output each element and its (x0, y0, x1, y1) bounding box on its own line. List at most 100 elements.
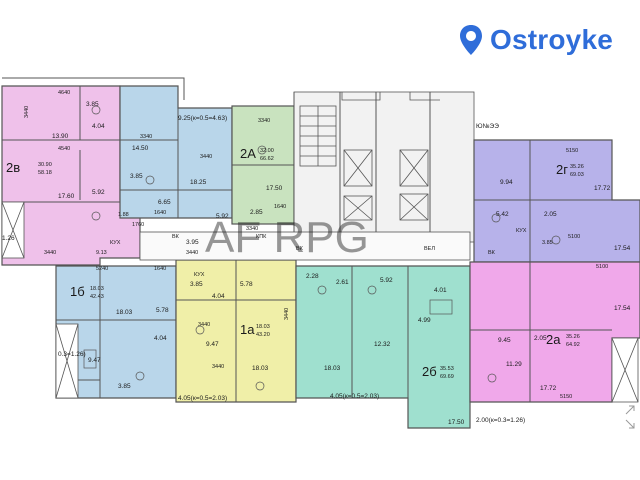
room-label: 3.85 (542, 240, 553, 246)
room-label: 17.72 (540, 385, 557, 392)
room-label: КПК (256, 234, 267, 240)
room-label: 4.01 (434, 287, 447, 294)
apt-type-2v: 2в (6, 160, 20, 175)
room-label: 18.03 (252, 365, 269, 372)
room-label: 5.92 (216, 213, 229, 220)
room-label: 4.05(к=0.5=2.03) (178, 395, 227, 402)
apt-type-1b: 1б (70, 284, 85, 299)
room-label: 18.25 (190, 179, 207, 186)
room-label: 3.85 (118, 383, 131, 390)
stamp: Ю№ЭЭ (476, 123, 499, 130)
walls (2, 77, 612, 428)
room-label: КУХ (110, 240, 121, 246)
room-label: 5.92 (380, 277, 393, 284)
map-pin-icon (460, 25, 482, 55)
expand-icon[interactable] (625, 405, 635, 429)
room-label: 5150 (560, 394, 572, 400)
room-label: 17.54 (614, 305, 631, 312)
room-label: 5100 (596, 264, 608, 270)
room-label: 13.90 (52, 133, 69, 140)
room-label: 11.29 (506, 361, 522, 368)
room-label: 4.04 (154, 335, 167, 342)
zone-gray-core (293, 91, 475, 243)
room-label: 0.3=1.26) (58, 351, 86, 358)
room-label: 5.78 (240, 281, 253, 288)
room-label: 17.50 (266, 185, 283, 192)
apt-area-1b: 18.03 (90, 286, 104, 292)
apt-area-2g: 35.26 (570, 164, 584, 170)
apt-total-2a-top: 66.62 (260, 156, 274, 162)
room-label: ВЕЛ (424, 246, 435, 252)
room-label: 1640 (154, 210, 166, 216)
apt-total-1b: 42.43 (90, 294, 104, 300)
apt-total-2v: 58.18 (38, 170, 52, 176)
room-label: 18.03 (324, 365, 341, 372)
room-label: 4640 (58, 90, 70, 96)
apt-area-2a-top: 32.00 (260, 148, 274, 154)
apt-type-1a: 1а (240, 322, 255, 337)
room-label: 3440 (200, 154, 212, 160)
room-label: 9.47 (206, 341, 219, 348)
room-label: 12.32 (374, 341, 391, 348)
room-label: 3440 (24, 106, 30, 118)
room-label: 4.99 (418, 317, 431, 324)
room-label: 4.04 (212, 293, 225, 300)
room-label: 5.78 (156, 307, 169, 314)
room-label: 1.88 (118, 212, 129, 218)
room-label: 3440 (284, 308, 290, 320)
room-label: 3.85 (190, 281, 203, 288)
room-label: 4.04 (92, 123, 105, 130)
room-label: 18.03 (116, 309, 133, 316)
room-label: 17.72 (594, 185, 611, 192)
corridor (139, 231, 471, 261)
apt-area-2v: 30.90 (38, 162, 52, 168)
room-label: 2.05 (534, 335, 547, 342)
brand-logo: Ostroyke (458, 18, 613, 62)
apartment-labels: 2в 30.90 58.18 2А 32.00 66.62 2г 35.26 6… (6, 146, 584, 380)
room-label: 3.85 (86, 101, 99, 108)
room-label: 1.26 (2, 235, 15, 242)
room-label: 3.95 (186, 239, 199, 246)
room-label: 17.60 (58, 193, 75, 200)
watermark: AF RPG (205, 213, 369, 262)
room-label: 2.85 (250, 209, 263, 216)
zone-blue-top (119, 85, 233, 219)
room-label: 1760 (132, 222, 144, 228)
fixtures (83, 105, 561, 391)
room-label: 5.42 (496, 211, 509, 218)
apt-area-1a: 18.03 (256, 324, 270, 330)
apt-total-2a-right: 64.92 (566, 342, 580, 348)
room-label: 9.47 (88, 357, 101, 364)
room-label: 2.00(к=0.3=1.26) (476, 417, 525, 424)
room-label: 3440 (44, 250, 56, 256)
stair-core (299, 92, 440, 221)
room-label: ВК (296, 246, 304, 252)
room-label: 14.50 (132, 145, 149, 152)
apt-type-2a-right: 2а (546, 332, 561, 347)
room-label: 3440 (212, 364, 224, 370)
balconies (1, 201, 639, 403)
room-label: 3440 (198, 322, 210, 328)
apt-total-2g: 69.03 (570, 172, 584, 178)
room-label: 9.25(к=0.5=4.63) (178, 115, 227, 122)
apt-type-2g: 2г (556, 162, 568, 177)
room-label: 9.94 (500, 179, 513, 186)
apt-type-2a-top: 2А (240, 146, 256, 161)
room-label: 4.05(к=0.5=2.03) (330, 393, 379, 400)
room-label: 5.92 (92, 189, 105, 196)
room-label: 6.65 (158, 199, 171, 206)
apt-total-1a: 43.20 (256, 332, 270, 338)
room-label: 2.05 (544, 211, 557, 218)
room-label: 3.85 (130, 173, 143, 180)
brand-name: Ostroyke (490, 24, 613, 55)
room-label: КУХ (516, 228, 527, 234)
room-label: 2.61 (336, 279, 349, 286)
room-labels: 3440 4640 3.85 13.90 4.04 4540 3340 14.5… (2, 90, 631, 426)
room-label: 3340 (258, 118, 270, 124)
room-label: 1640 (274, 204, 286, 210)
room-label: КУХ (194, 272, 205, 278)
room-label: 3340 (140, 134, 152, 140)
room-label: 17.50 (448, 419, 465, 426)
room-label: 5100 (568, 234, 580, 240)
